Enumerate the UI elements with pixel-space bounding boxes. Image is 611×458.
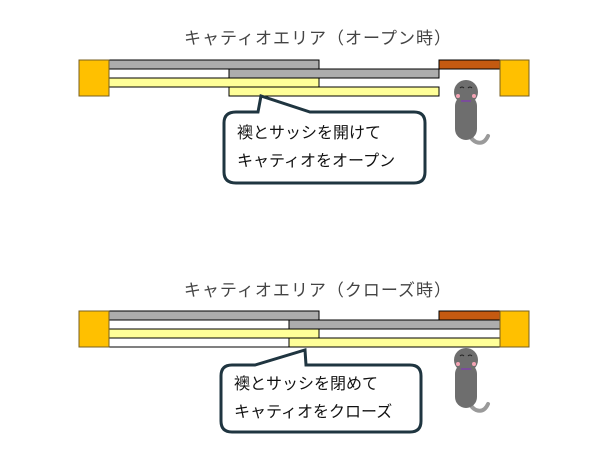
sash-inner xyxy=(288,319,501,330)
callout-line: キャティオをオープン xyxy=(237,151,396,170)
cat-icon xyxy=(452,346,490,413)
callout-line: 襖とサッシを閉めて xyxy=(234,374,379,393)
open-diagram xyxy=(78,59,530,185)
screen-door xyxy=(438,59,501,70)
callout-bubble xyxy=(222,94,427,185)
screen-door xyxy=(438,310,501,321)
closed-title: キャティオエリア（クローズ時） xyxy=(183,281,453,301)
closed-callout-text: 襖とサッシを閉めて キャティオをクローズ xyxy=(234,370,392,426)
sash-outer xyxy=(108,310,320,321)
callout-line: 襖とサッシを開けて xyxy=(237,123,382,142)
closed-diagram xyxy=(78,310,530,434)
cat-icon xyxy=(452,78,490,145)
right-post xyxy=(499,59,530,97)
fusuma-inner xyxy=(288,337,501,348)
right-post xyxy=(499,310,530,348)
sash-inner xyxy=(228,68,440,79)
open-title: キャティオエリア（オープン時） xyxy=(184,29,452,49)
callout-bubble xyxy=(219,348,423,434)
fusuma-outer xyxy=(108,328,320,339)
fusuma-inner xyxy=(228,86,440,97)
fusuma-outer xyxy=(108,77,320,88)
callout-line: キャティオをクローズ xyxy=(234,402,393,421)
left-post xyxy=(78,59,110,97)
left-post xyxy=(78,310,110,348)
sash-outer xyxy=(108,59,320,70)
open-callout-text: 襖とサッシを開けて キャティオをオープン xyxy=(237,119,395,175)
